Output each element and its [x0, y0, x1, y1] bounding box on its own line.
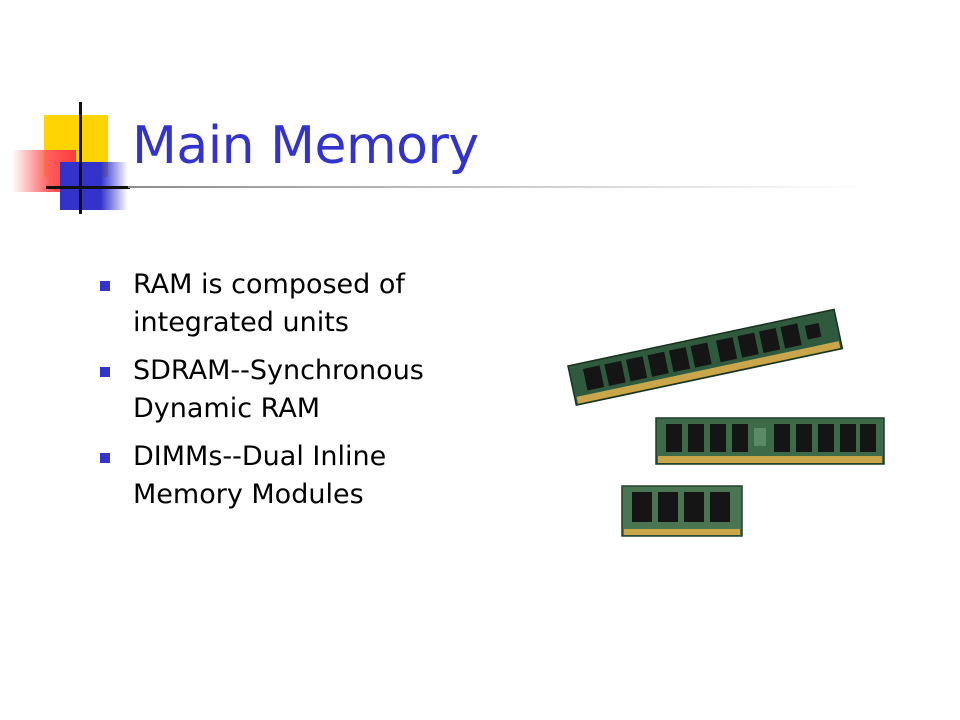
decor-vertical-line [79, 102, 82, 214]
bullet-square-icon [100, 453, 110, 463]
bullet-text: SDRAM--Synchronous Dynamic RAM [133, 355, 424, 424]
bullet-text: RAM is composed of integrated units [133, 269, 405, 338]
ram-modules-image [567, 308, 885, 537]
bullet-square-icon [100, 367, 110, 377]
bullet-item: DIMMs--Dual Inline Memory Modules [100, 438, 480, 514]
decor-horizontal-line [46, 186, 130, 189]
dimm-module-medium [655, 417, 885, 465]
title-underline [128, 186, 868, 188]
bullet-list: RAM is composed of integrated units SDRA… [100, 266, 480, 524]
bullet-item: SDRAM--Synchronous Dynamic RAM [100, 352, 480, 428]
dimm-module-large [567, 308, 844, 407]
sodimm-module-small [621, 485, 743, 537]
bullet-text: DIMMs--Dual Inline Memory Modules [133, 441, 387, 510]
slide-title: Main Memory [132, 116, 479, 176]
bullet-item: RAM is composed of integrated units [100, 266, 480, 342]
bullet-square-icon [100, 281, 110, 291]
